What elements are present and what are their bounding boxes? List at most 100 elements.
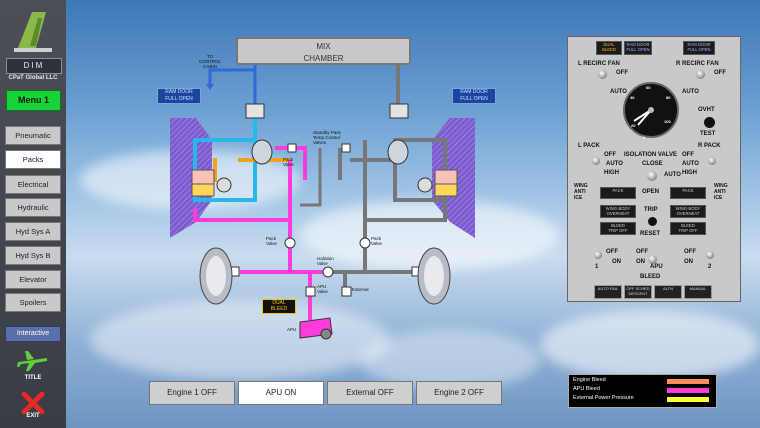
- pack-valve-label-left: Pack Valve: [266, 236, 277, 246]
- legend-engine-bleed-swatch: [667, 379, 709, 384]
- l-pack-off-label: OFF: [604, 152, 616, 158]
- ram-door-left-indicator: RAM DOOR FULL OPEN: [157, 88, 201, 104]
- bleed-1-switch[interactable]: [594, 251, 602, 259]
- nav-pneumatic[interactable]: Pneumatic: [5, 126, 61, 145]
- test-label: TEST: [700, 131, 716, 137]
- apu-bleed-off-label: OFF: [636, 249, 648, 255]
- wai-l-3: ICE: [574, 195, 583, 201]
- apu-valve-2: Valve: [317, 289, 328, 294]
- company-name: CPaT Global LLC: [8, 75, 58, 81]
- r-recirc-off-label: OFF: [714, 70, 726, 76]
- nav-hydraulic[interactable]: Hydraulic: [5, 198, 61, 217]
- bleed-1-number: 1: [595, 264, 599, 270]
- pnl-ram-l-1: RAM DOOR: [626, 42, 650, 47]
- isolation-valve-switch[interactable]: [647, 171, 657, 181]
- panel-ram-door-left-light: RAM DOOR FULL OPEN: [624, 41, 652, 55]
- engine-1-off-button[interactable]: Engine 1 OFF: [149, 381, 235, 405]
- l-pack-switch[interactable]: [592, 157, 600, 165]
- panel-ram-door-right-light: RAM DOOR FULL OPEN: [683, 41, 715, 55]
- mix-chamber: MIX CHAMBER: [236, 37, 411, 65]
- wing-anti-ice-left-label: WING ANTI ICE: [574, 183, 588, 201]
- apu-label: APU: [287, 327, 297, 332]
- title-label: TITLE: [24, 375, 42, 381]
- nav-electrical[interactable]: Electrical: [5, 175, 61, 194]
- l-recirc-fan-switch[interactable]: [598, 70, 607, 79]
- external-label: External: [352, 287, 369, 292]
- gauge-tick-80: 80: [666, 95, 671, 100]
- gauge-tick-40: 40: [630, 95, 635, 100]
- dual-bleed-indicator: DUAL BLEED: [262, 299, 296, 314]
- external-off-button[interactable]: External OFF: [327, 381, 413, 405]
- footer-altn[interactable]: ALTN: [654, 285, 682, 299]
- wbo-r-1: WING-BODY: [675, 206, 701, 211]
- title-plane-icon[interactable]: [17, 349, 49, 373]
- engine-2-off-button[interactable]: Engine 2 OFF: [416, 381, 502, 405]
- r-pack-switch[interactable]: [708, 157, 716, 165]
- to-control-cabin-3: CABIN: [203, 64, 217, 69]
- r-recirc-fan-switch[interactable]: [696, 70, 705, 79]
- menu-1-button[interactable]: Menu 1: [6, 90, 61, 111]
- l-recirc-off-label: OFF: [616, 70, 628, 76]
- l-recirc-fan-label: L RECIRC FAN: [578, 61, 620, 67]
- standby-pack-valves-label: Standby Pack Temp Control Valves: [313, 130, 341, 145]
- bleed-trip-off-right: BLEED TRIP OFF: [670, 222, 706, 235]
- bleed-panel-label: BLEED: [640, 274, 661, 280]
- sidebar: DIM CPaT Global LLC Menu 1 Pneumatic Pac…: [0, 0, 66, 428]
- nav-hyd-sys-a[interactable]: Hyd Sys A: [5, 222, 61, 241]
- apu-on-button[interactable]: APU ON: [238, 381, 324, 405]
- footer-off-sched-descent[interactable]: OFF SCHED DESCENT: [624, 285, 652, 299]
- wing-anti-ice-right-label: WING ANTI ICE: [714, 183, 728, 201]
- gauge-tick-0: 0: [643, 135, 646, 140]
- standby-3: Valves: [313, 140, 327, 145]
- gauge-tick-20: 20: [631, 123, 636, 128]
- pnl-ram-r-1: RAM DOOR: [687, 42, 711, 47]
- legend-apu-bleed: APU Bleed: [573, 386, 600, 392]
- bleed-2-switch[interactable]: [706, 251, 714, 259]
- trip-label: TRIP: [644, 207, 658, 213]
- nav-hyd-sys-b[interactable]: Hyd Sys B: [5, 246, 61, 265]
- wai-r-1: WING: [714, 183, 728, 189]
- pack-annun-right: PACK: [670, 187, 706, 199]
- exit-x-icon[interactable]: [21, 392, 45, 414]
- to-control-cabin-1: TO: [206, 54, 214, 59]
- r-recirc-auto-label: AUTO: [682, 89, 699, 95]
- wing-body-overheat-right: WING-BODY OVERHEAT: [670, 205, 706, 218]
- ovht-light: [704, 117, 715, 128]
- ram-door-right-indicator: RAM DOOR FULL OPEN: [452, 88, 496, 104]
- trip-reset-button[interactable]: [648, 217, 657, 226]
- wai-l-2: ANTI: [574, 189, 586, 195]
- footer-auto-fail[interactable]: AUTO FAIL: [594, 285, 622, 299]
- nav-packs[interactable]: Packs: [5, 150, 61, 169]
- reset-label: RESET: [640, 231, 661, 237]
- pv-right-2: Valve: [371, 241, 382, 246]
- standby-1: Standby Pack: [313, 130, 341, 135]
- legend-external-power-swatch: [667, 397, 709, 402]
- footer-manual[interactable]: MANUAL: [684, 285, 712, 299]
- interactive-button[interactable]: Interactive: [5, 326, 61, 342]
- ram-door-right-2: FULL OPEN: [460, 96, 488, 102]
- r-pack-off-label: OFF: [682, 152, 694, 158]
- bto-l-2: TRIP OFF: [608, 228, 628, 233]
- pnl-dual-1: DUAL: [603, 42, 615, 47]
- pnl-ram-r-2: FULL OPEN: [687, 47, 711, 52]
- pv-right-1: Pack: [371, 236, 382, 241]
- mix-chamber-label-2: CHAMBER: [303, 54, 344, 63]
- wai-r-2: ANTI: [714, 189, 726, 195]
- nav-spoilers[interactable]: Spoilers: [5, 293, 61, 312]
- left-ram-air-duct: [170, 118, 212, 238]
- apu-valve-label: APU Valve: [317, 284, 328, 294]
- bto-r-2: TRIP OFF: [678, 228, 698, 233]
- apu-bleed-switch[interactable]: [648, 255, 657, 264]
- wing-body-overheat-left: WING-BODY OVERHEAT: [600, 205, 636, 218]
- dim-logo-text: DIM: [6, 58, 62, 74]
- l-pack-label: L PACK: [578, 143, 600, 149]
- bleed-1-off-label: OFF: [606, 249, 618, 255]
- wai-l-1: WING: [574, 183, 588, 189]
- ovht-label: OVHT: [698, 107, 715, 113]
- legend-apu-bleed-swatch: [667, 388, 709, 393]
- nav-elevator[interactable]: Elevator: [5, 270, 61, 289]
- iso-2: Valve: [317, 261, 328, 266]
- pack-annun-left: PACK: [600, 187, 636, 199]
- bto-r-1: BLEED: [681, 223, 695, 228]
